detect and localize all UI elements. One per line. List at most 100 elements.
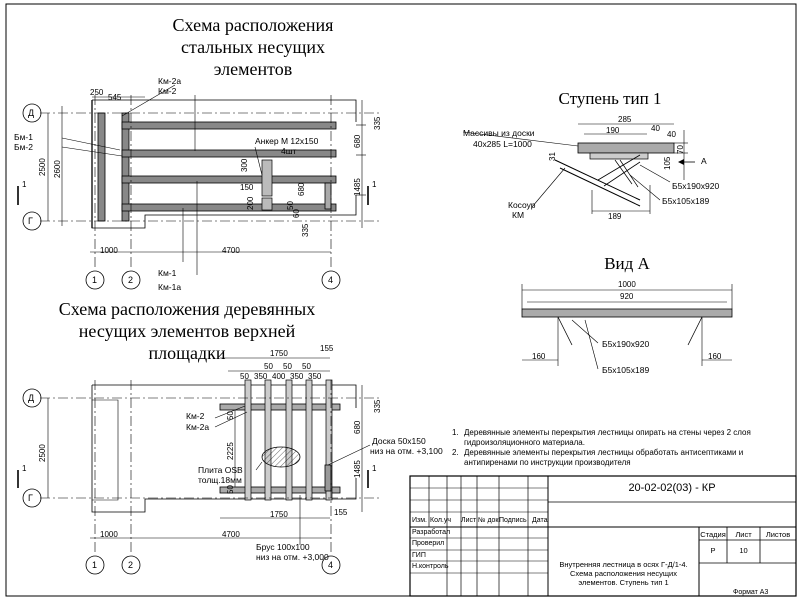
wood-dim-1750: 1750 [270,349,288,358]
tb-stage-label: Стадия [700,530,726,539]
dim-150: 150 [240,183,254,192]
dim-300: 300 [240,158,249,172]
note-2-num: 2. [452,448,459,457]
tb-row-nkontr: Н.контроль [412,563,449,570]
tb-format: Формат А3 [733,589,769,596]
dim-545: 545 [108,93,122,102]
tb-header-kol: Кол.уч [430,517,451,524]
wood-axis-2: 2 [128,560,134,570]
dim-2500: 2500 [38,158,47,176]
step-label-b2: Б5х105х189 [662,196,710,206]
wood-dim-50e: 50 [226,411,235,420]
wood-dim-1485: 1485 [353,460,362,478]
note-1-text: Деревянные элементы перекрытия лестницы … [464,428,751,447]
wood-section-mark-left: 1 [22,464,27,473]
view-a [521,284,733,370]
label-km2: Км-2 [158,86,177,96]
tb-header-izm: Изм. [412,517,427,524]
label-bm2: Бм-2 [14,142,33,152]
wood-section-mark-right: 1 [372,464,377,473]
wood-label-board: Доска 50x150 [372,436,426,446]
note-2-text: Деревянные элементы перекрытия лестницы … [464,448,744,467]
step-dim-285: 285 [618,115,632,124]
dim-1000: 1000 [100,246,118,255]
label-bm1: Бм-1 [14,132,33,142]
axis-d: Д [28,108,35,118]
dim-335-top: 335 [373,116,382,130]
label-km1: Км-1 [158,268,177,278]
dim-4700: 4700 [222,246,240,255]
step-label-a: А [701,156,707,166]
tb-row-prov: Проверил [412,540,445,547]
tb-header-list: Лист [461,517,477,524]
wood-label-brus-level: низ на отм. +3,000 [256,552,329,562]
steel-plan [17,84,380,290]
wood-dim-2225: 2225 [226,442,235,460]
wood-dim-1000: 1000 [100,530,118,539]
step-dim-189: 189 [608,212,622,221]
dim-60: 60 [292,209,301,218]
wood-dim-400: 400 [272,372,286,381]
wood-label-km2: Км-2 [186,411,205,421]
axis-1: 1 [92,275,98,285]
step-dim-190: 190 [606,126,620,135]
step-dim-40b: 40 [667,130,676,139]
axis-2: 2 [128,275,134,285]
step-label-b1: Б5х190х920 [672,181,720,191]
tb-row-gip: ГИП [412,552,426,559]
wood-axis-g: Г [28,493,33,503]
tb-sheets-label: Листов [765,530,791,539]
view-a-dim-920: 920 [620,292,634,301]
wood-label-brus: Брус 100x100 [256,542,310,552]
wood-dim-155: 155 [320,344,334,353]
step-label-massive: Массивы из доски [463,128,535,138]
label-km2a: Км-2а [158,76,182,86]
note-1: 1. Деревянные элементы перекрытия лестни… [452,428,797,447]
dim-1485: 1485 [353,178,362,196]
wood-dim-50d: 50 [302,362,311,371]
tb-header-data: Дата [532,517,548,524]
step-title: Ступень тип 1 [558,89,662,108]
dim-2600: 2600 [53,160,62,178]
wood-dim-50b: 50 [264,362,273,371]
wood-dim-2500: 2500 [38,444,47,462]
tb-header-ndoc: № док [478,517,499,524]
tb-stage-value: Р [710,546,716,555]
tb-row-razrab: Разработал [412,529,451,536]
wood-dim-4700: 4700 [222,530,240,539]
wood-axis-d: Д [28,393,35,403]
view-a-label-b2: Б5х105х189 [602,365,650,375]
step-detail [462,123,695,214]
label-km1a: Км-1а [158,282,182,292]
notes: 1. Деревянные элементы перекрытия лестни… [452,428,797,468]
step-dim-105: 105 [663,156,672,170]
wood-dim-350a: 350 [254,372,268,381]
steel-plan-title: Схема расположения стальных несущих элем… [172,15,334,79]
section-mark-left: 1 [22,180,27,189]
view-a-label-b1: Б5х190х920 [602,339,650,349]
section-mark-right: 1 [372,180,377,189]
tb-header-podpis: Подпись [499,517,527,524]
wood-dim-335: 335 [373,399,382,413]
title-block-code: 20-02-02(03) - КР [628,482,716,494]
wood-dim-350b: 350 [290,372,304,381]
note-2: 2. Деревянные элементы перекрытия лестни… [452,448,797,467]
wood-dim-680: 680 [353,420,362,434]
view-a-dim-1000: 1000 [618,280,636,289]
step-label-km: КМ [512,210,525,220]
label-anchor-qty: 4шт [281,146,297,156]
view-a-dim-160a: 160 [532,352,546,361]
wood-dim-50f: 50 [226,485,235,494]
dim-250: 250 [90,88,104,97]
wood-label-km2a: Км-2а [186,422,210,432]
wood-dim-50a: 50 [240,372,249,381]
step-label-kosour: Косоур [508,200,536,210]
step-dim-70: 70 [676,145,685,154]
wood-dim-155b: 155 [334,508,348,517]
wood-axis-1: 1 [92,560,98,570]
tb-sheet-value: 10 [739,546,748,555]
wood-axis-4: 4 [328,560,334,570]
dim-200: 200 [246,196,255,210]
